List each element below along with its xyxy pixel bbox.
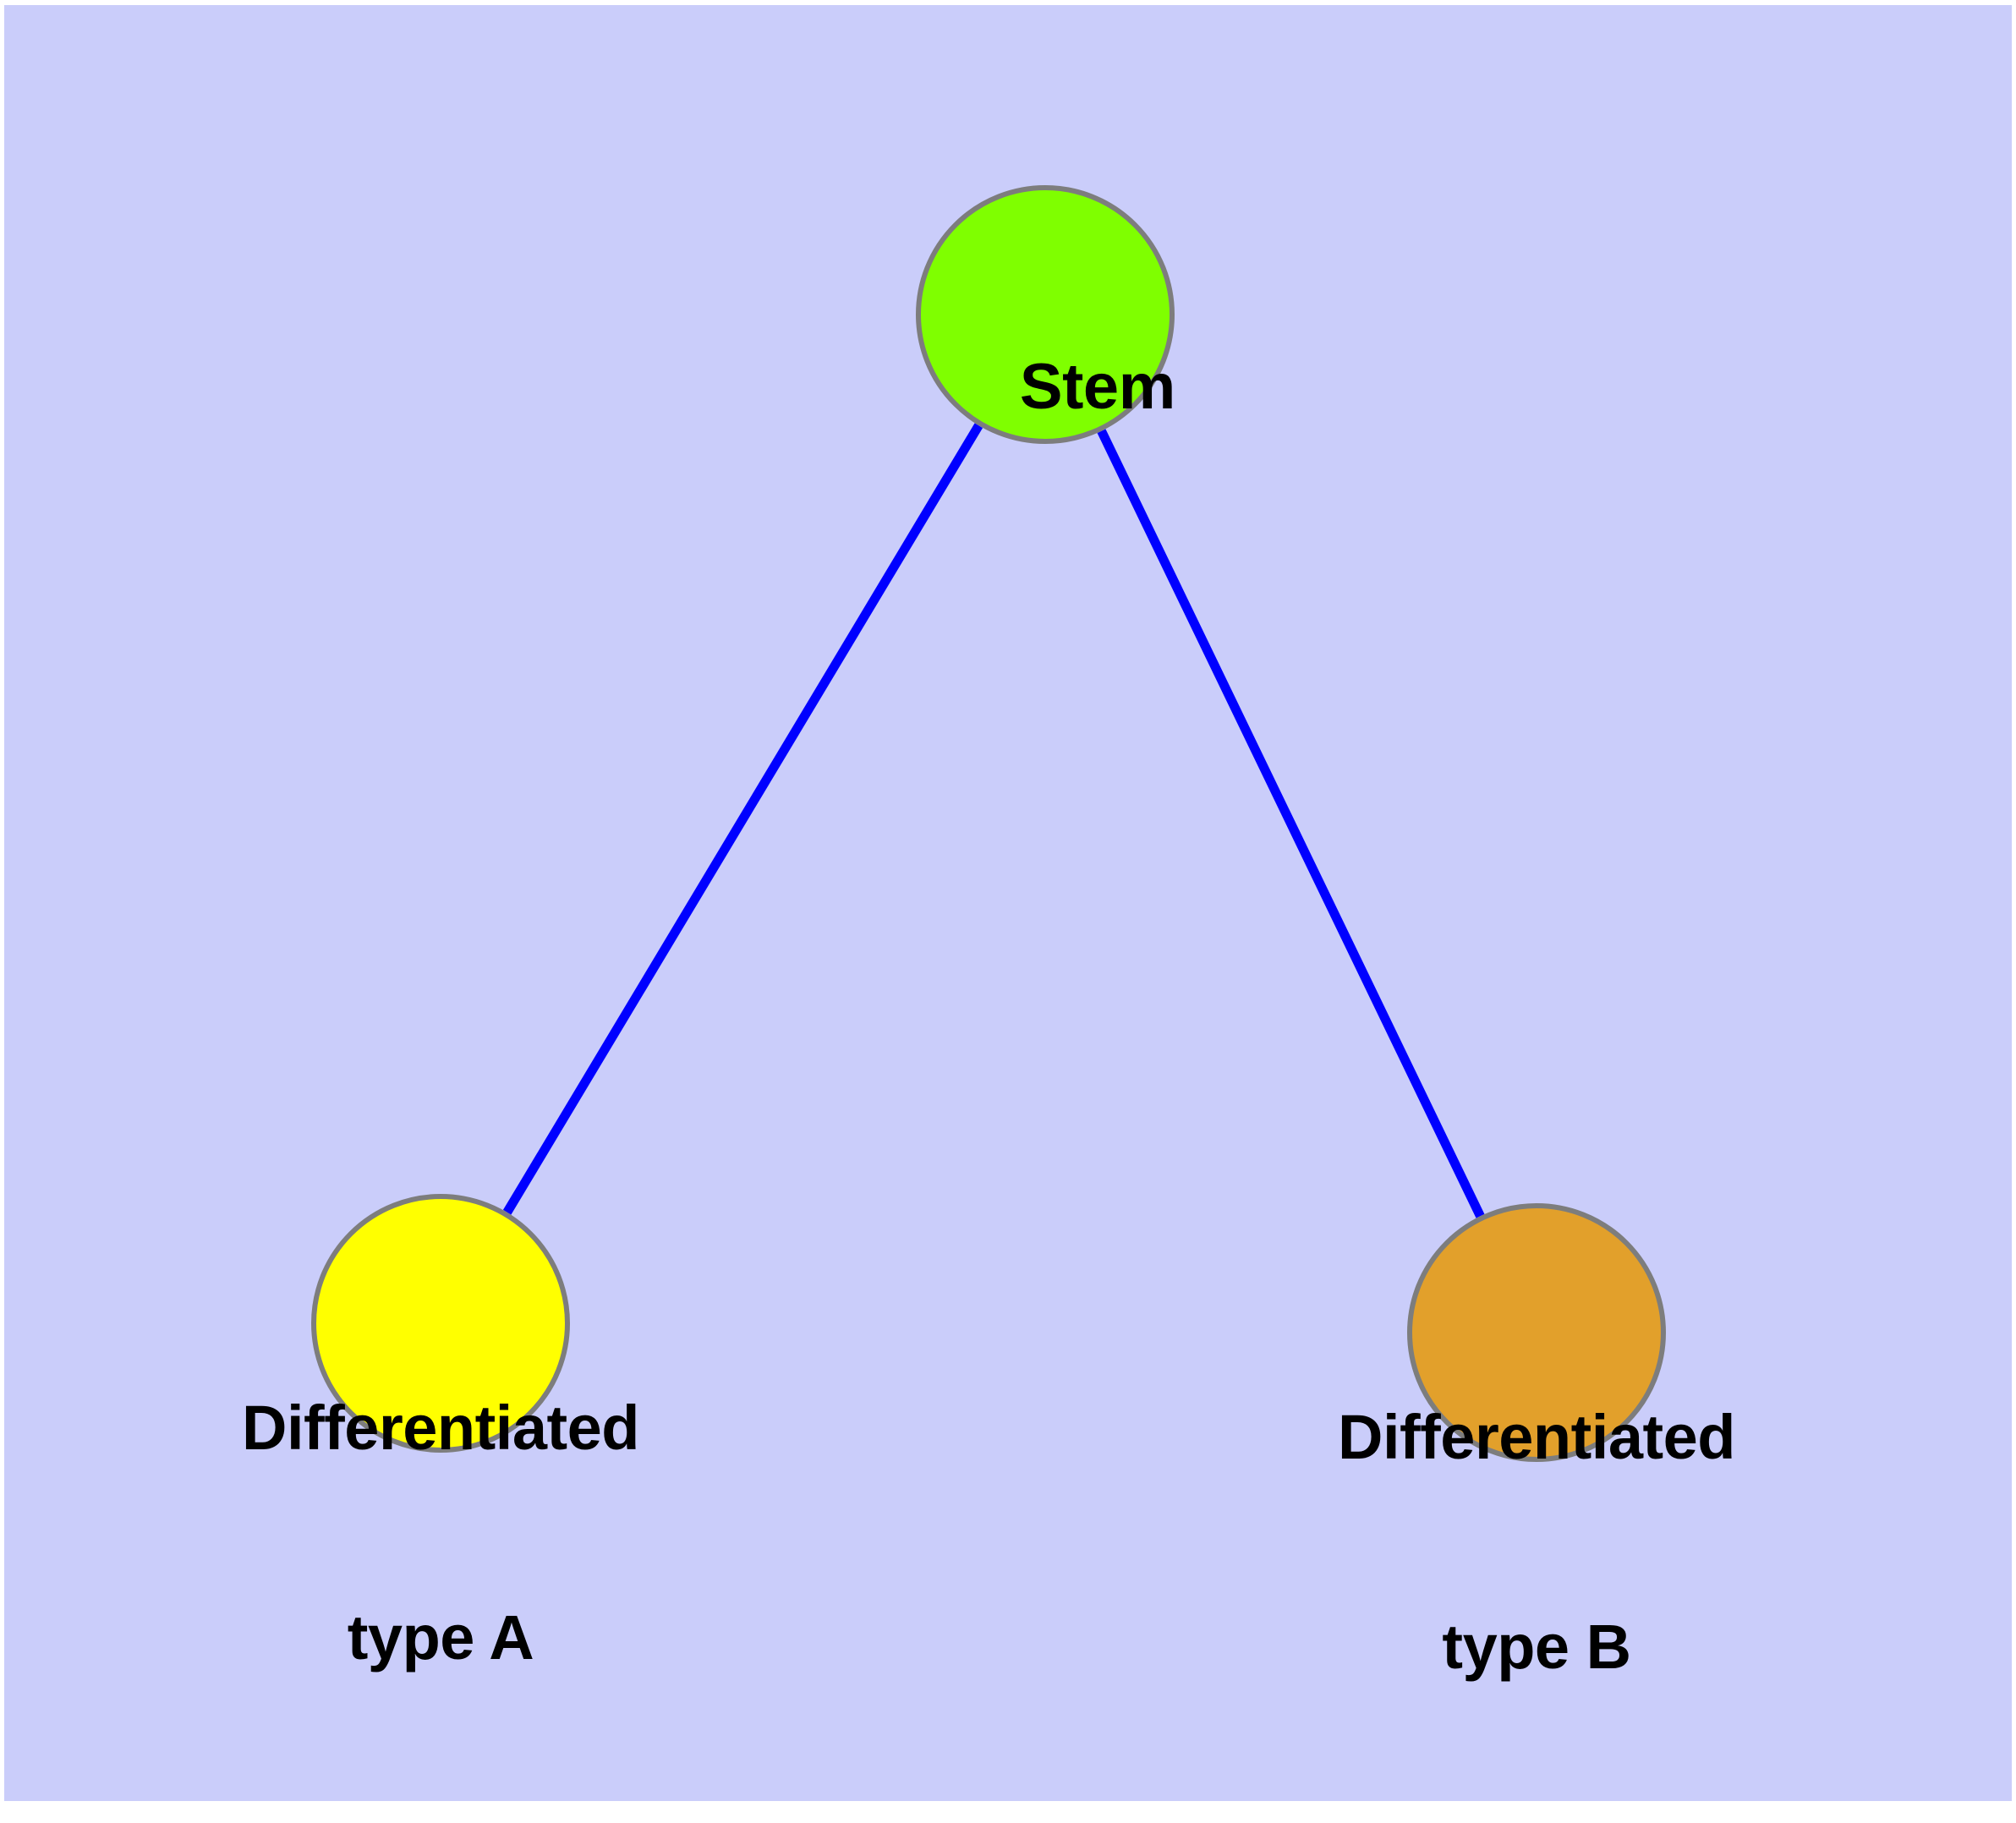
node-differentiated-type-b-circle[interactable]	[1407, 1203, 1666, 1462]
node-stem-circle[interactable]	[916, 185, 1175, 444]
edge-stem-to-differentiated-type-b	[1097, 429, 1485, 1218]
node-differentiated-type-a-circle[interactable]	[311, 1194, 570, 1453]
edge-stem-to-differentiated-type-a	[502, 423, 983, 1215]
